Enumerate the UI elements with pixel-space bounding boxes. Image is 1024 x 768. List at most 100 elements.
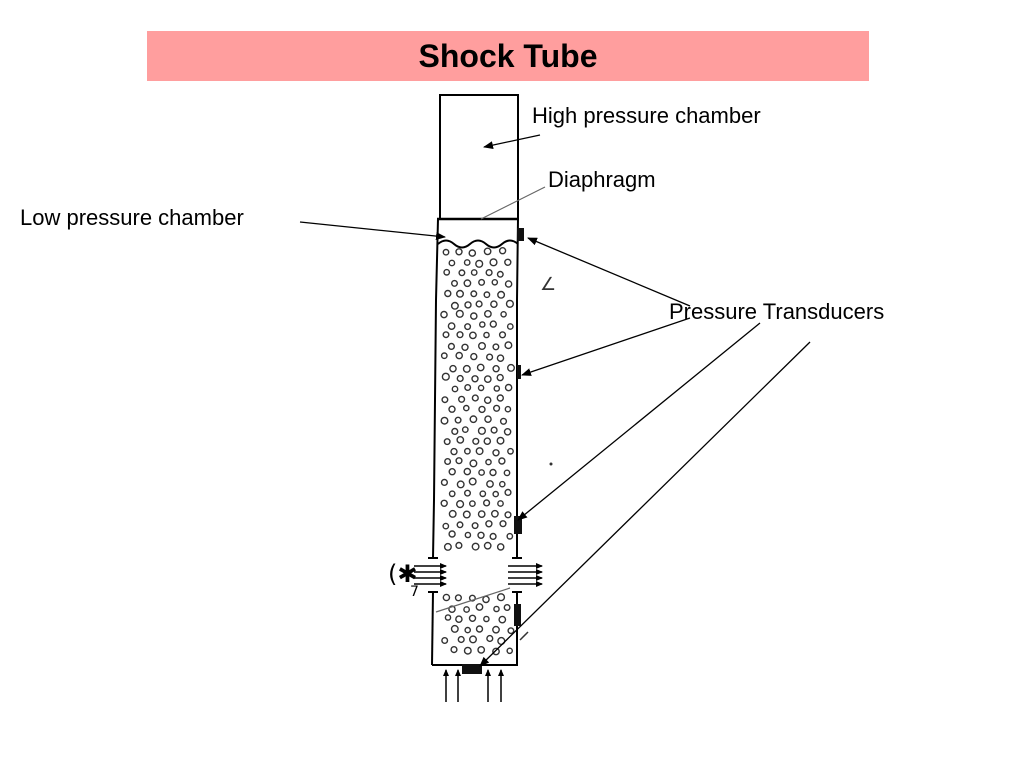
particle [444,458,452,466]
particle [451,279,459,287]
particle [472,437,480,445]
light-source-symbol: (✱ [388,560,417,588]
particle [463,447,471,455]
particle [450,301,459,310]
particle [497,290,506,299]
low-pressure-chamber-left-wall [432,218,439,559]
particle [447,342,456,351]
particle [441,396,449,404]
particle [478,342,487,351]
particle [464,489,472,497]
high-pressure-arrow [483,134,541,150]
particle [469,459,478,468]
particle [483,541,492,550]
particle [497,500,504,507]
particle [458,395,466,403]
particle [461,343,469,351]
transducer-arrow-1 [527,237,691,307]
particle [483,291,491,299]
diaphragm-leader-line [480,186,546,220]
pressure-transducer [517,365,521,379]
particle [507,447,514,455]
side-sketch-mark: ∠ [540,274,556,295]
particle [469,312,478,320]
particle [485,520,493,528]
particle [451,385,459,393]
particle [477,510,486,518]
particle [498,246,507,255]
lower-section-left-wall [431,591,434,666]
particle [475,259,484,268]
particle [448,490,456,498]
particle [483,396,492,405]
particle [450,447,458,456]
title-bar: Shock Tube [147,31,869,81]
high-pressure-chamber-label: High pressure chamber [532,103,761,128]
particle [456,521,464,529]
particle [493,385,501,392]
particle [470,352,478,361]
particle [463,467,472,476]
particle [506,647,514,655]
particle [441,372,450,381]
particle [492,449,500,457]
pressure-transducer [514,516,522,534]
particle [443,268,451,276]
particle [442,331,450,339]
particle [483,437,492,446]
particle [456,289,465,298]
particle [505,299,515,308]
particle [455,541,463,550]
particle [498,480,506,488]
slide-title: Shock Tube [418,37,598,74]
particle [468,249,477,257]
particle [464,301,472,309]
particle [450,624,459,633]
particle [454,594,463,602]
bottom-inflow-arrows [443,669,504,702]
particle [507,627,515,635]
particle [486,480,494,488]
particle [504,341,513,350]
particle [456,331,464,339]
particle [455,615,463,624]
particle [483,615,490,623]
particle [463,259,471,266]
particle [471,542,480,551]
particle [444,289,452,298]
low-pressure-arrow [299,221,446,241]
particle [490,509,499,518]
particle [499,520,507,528]
particle [498,457,506,465]
particle [454,416,462,424]
particle [483,499,491,507]
particle [492,647,500,656]
particle [440,478,449,487]
particle [442,522,450,530]
particle [496,354,505,363]
particle [468,331,477,340]
particle [492,365,500,373]
particle [440,416,449,425]
particle [457,635,465,644]
particle [482,595,490,604]
particle [463,279,472,288]
particle [461,426,469,433]
particle [477,384,485,392]
particle [478,469,485,476]
outgoing-beam-arrows [508,563,543,587]
particle [448,530,456,538]
particle [456,374,464,383]
particle [443,542,452,551]
particle [440,352,448,360]
low-pressure-chamber-label: Low pressure chamber [20,205,244,230]
particle [464,531,472,539]
particle [486,353,494,361]
particle [504,511,512,519]
particle [503,469,511,477]
particle [441,637,449,645]
particle [442,593,451,602]
particle [471,375,479,383]
particle [489,532,497,541]
pressure-transducer [462,664,482,674]
